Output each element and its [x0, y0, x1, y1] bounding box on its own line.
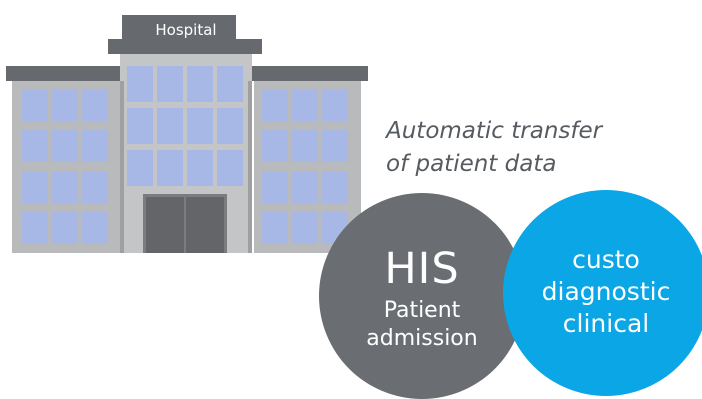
- left-wing-window: [52, 89, 78, 121]
- right-wing-shadow: [248, 81, 252, 253]
- windows: [22, 66, 348, 244]
- center-tower-window: [187, 108, 213, 144]
- his-subtitle-line-1: Patient: [383, 298, 461, 323]
- caption-line-1: Automatic transfer: [386, 118, 603, 144]
- center-tower-window: [127, 66, 153, 102]
- right-wing-window: [322, 130, 348, 162]
- right-wing-window: [292, 171, 318, 203]
- center-tower-window: [157, 108, 183, 144]
- his-subtitle-line-2: admission: [366, 326, 478, 351]
- center-tower-window: [157, 150, 183, 186]
- left-wing-window: [52, 130, 78, 162]
- center-tower-roof: [108, 39, 262, 54]
- his-subtitle: Patient admission: [319, 297, 525, 353]
- right-wing-window: [262, 171, 288, 203]
- transfer-caption: Automatic transfer of patient data: [386, 115, 686, 181]
- entrance-door-left: [146, 197, 184, 253]
- caption-line-2: of patient data: [386, 151, 557, 177]
- custo-line-3: clinical: [562, 309, 650, 338]
- left-wing-window: [22, 130, 48, 162]
- right-wing-window: [292, 89, 318, 121]
- center-tower-window: [187, 66, 213, 102]
- hospital-sign-label: Hospital: [155, 21, 216, 39]
- left-wing-window: [22, 212, 48, 244]
- right-wing-roof: [230, 66, 368, 81]
- left-wing-window: [82, 171, 108, 203]
- left-wing-window: [22, 89, 48, 121]
- right-wing-window: [262, 130, 288, 162]
- left-wing-window: [52, 212, 78, 244]
- center-tower-window: [127, 150, 153, 186]
- left-wing-window: [52, 171, 78, 203]
- right-wing-window: [322, 89, 348, 121]
- his-circle: HIS Patient admission: [319, 193, 525, 399]
- left-wing-roof: [6, 66, 146, 81]
- right-wing-window: [292, 130, 318, 162]
- custo-text: custo diagnostic clinical: [503, 244, 702, 340]
- center-tower-window: [217, 66, 243, 102]
- left-wing-shadow: [120, 81, 124, 253]
- center-tower-window: [187, 150, 213, 186]
- hospital-sign: [122, 15, 236, 41]
- left-wing-window: [22, 171, 48, 203]
- custo-line-2: diagnostic: [541, 277, 671, 306]
- center-tower-window: [217, 150, 243, 186]
- custo-circle: custo diagnostic clinical: [503, 190, 702, 396]
- custo-line-1: custo: [572, 245, 640, 274]
- right-wing-window: [262, 89, 288, 121]
- center-tower-window: [157, 66, 183, 102]
- entrance-door-right: [186, 197, 224, 253]
- right-wing-window: [262, 212, 288, 244]
- right-wing-window: [322, 171, 348, 203]
- right-wing-window: [292, 212, 318, 244]
- left-wing-window: [82, 89, 108, 121]
- center-tower-window: [127, 108, 153, 144]
- center-tower-window: [217, 108, 243, 144]
- his-title: HIS: [384, 244, 460, 294]
- left-wing-window: [82, 212, 108, 244]
- left-wing-window: [82, 130, 108, 162]
